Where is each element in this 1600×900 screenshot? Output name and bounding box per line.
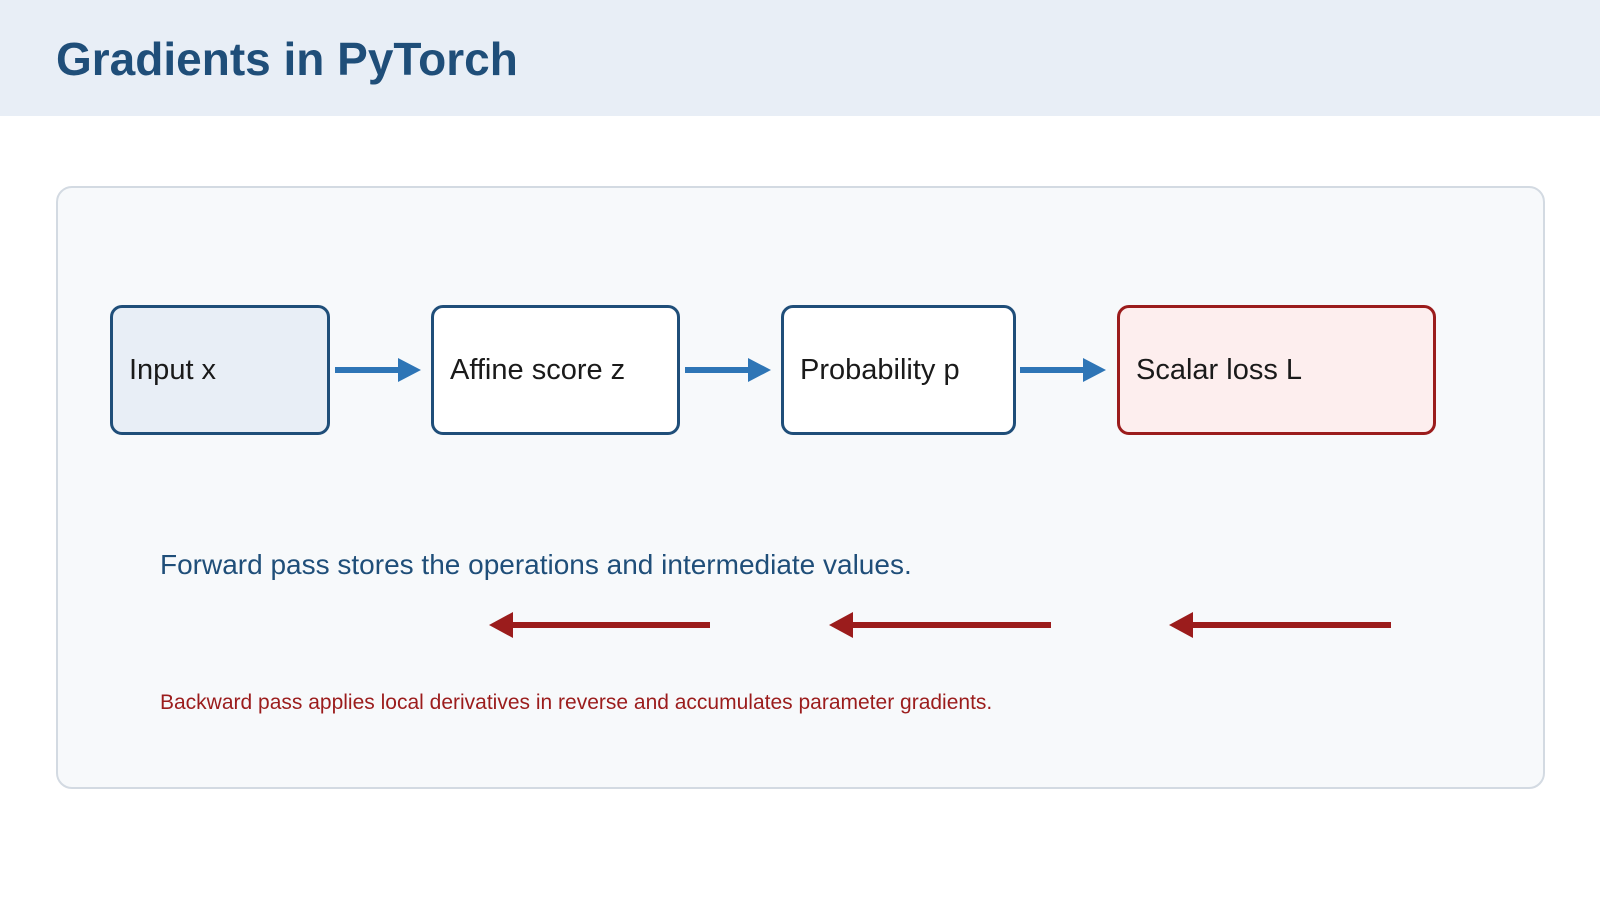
- node-input: Input x: [110, 305, 330, 435]
- diagram-panel: [56, 186, 1545, 789]
- node-scalar-loss: Scalar loss L: [1117, 305, 1436, 435]
- header-band: Gradients in PyTorch: [0, 0, 1600, 116]
- backward-pass-caption: Backward pass applies local derivatives …: [160, 691, 993, 714]
- forward-pass-caption: Forward pass stores the operations and i…: [160, 549, 912, 580]
- page-title: Gradients in PyTorch: [56, 33, 518, 85]
- node-affine-score: Affine score z: [431, 305, 680, 435]
- node-probability: Probability p: [781, 305, 1016, 435]
